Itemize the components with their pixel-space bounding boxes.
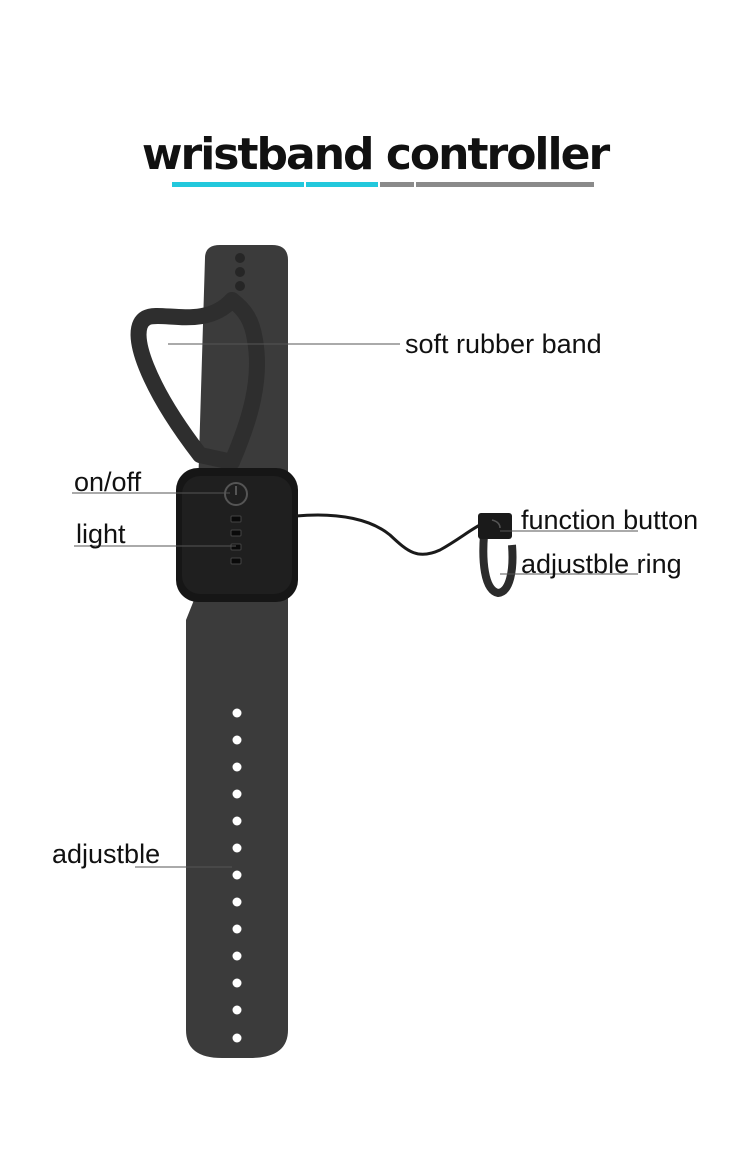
title-underline xyxy=(172,182,594,187)
ring-controller xyxy=(478,513,517,598)
rubber-loop xyxy=(130,292,265,470)
label-soft-rubber-band: soft rubber band xyxy=(405,329,602,359)
label-on-off: on/off xyxy=(74,467,142,497)
label-adjustable-ring: adjustble ring xyxy=(521,549,682,579)
page-title: wristband controller xyxy=(141,129,610,180)
adjustment-holes xyxy=(232,708,242,1043)
light-indicator-icon xyxy=(230,515,242,565)
label-function-button: function button xyxy=(521,505,699,535)
cable xyxy=(295,513,481,556)
label-light: light xyxy=(76,519,126,549)
power-icon xyxy=(224,482,248,506)
strap-pins xyxy=(235,253,245,291)
leader-lines xyxy=(72,343,638,868)
label-adjustable: adjustble xyxy=(52,839,161,869)
